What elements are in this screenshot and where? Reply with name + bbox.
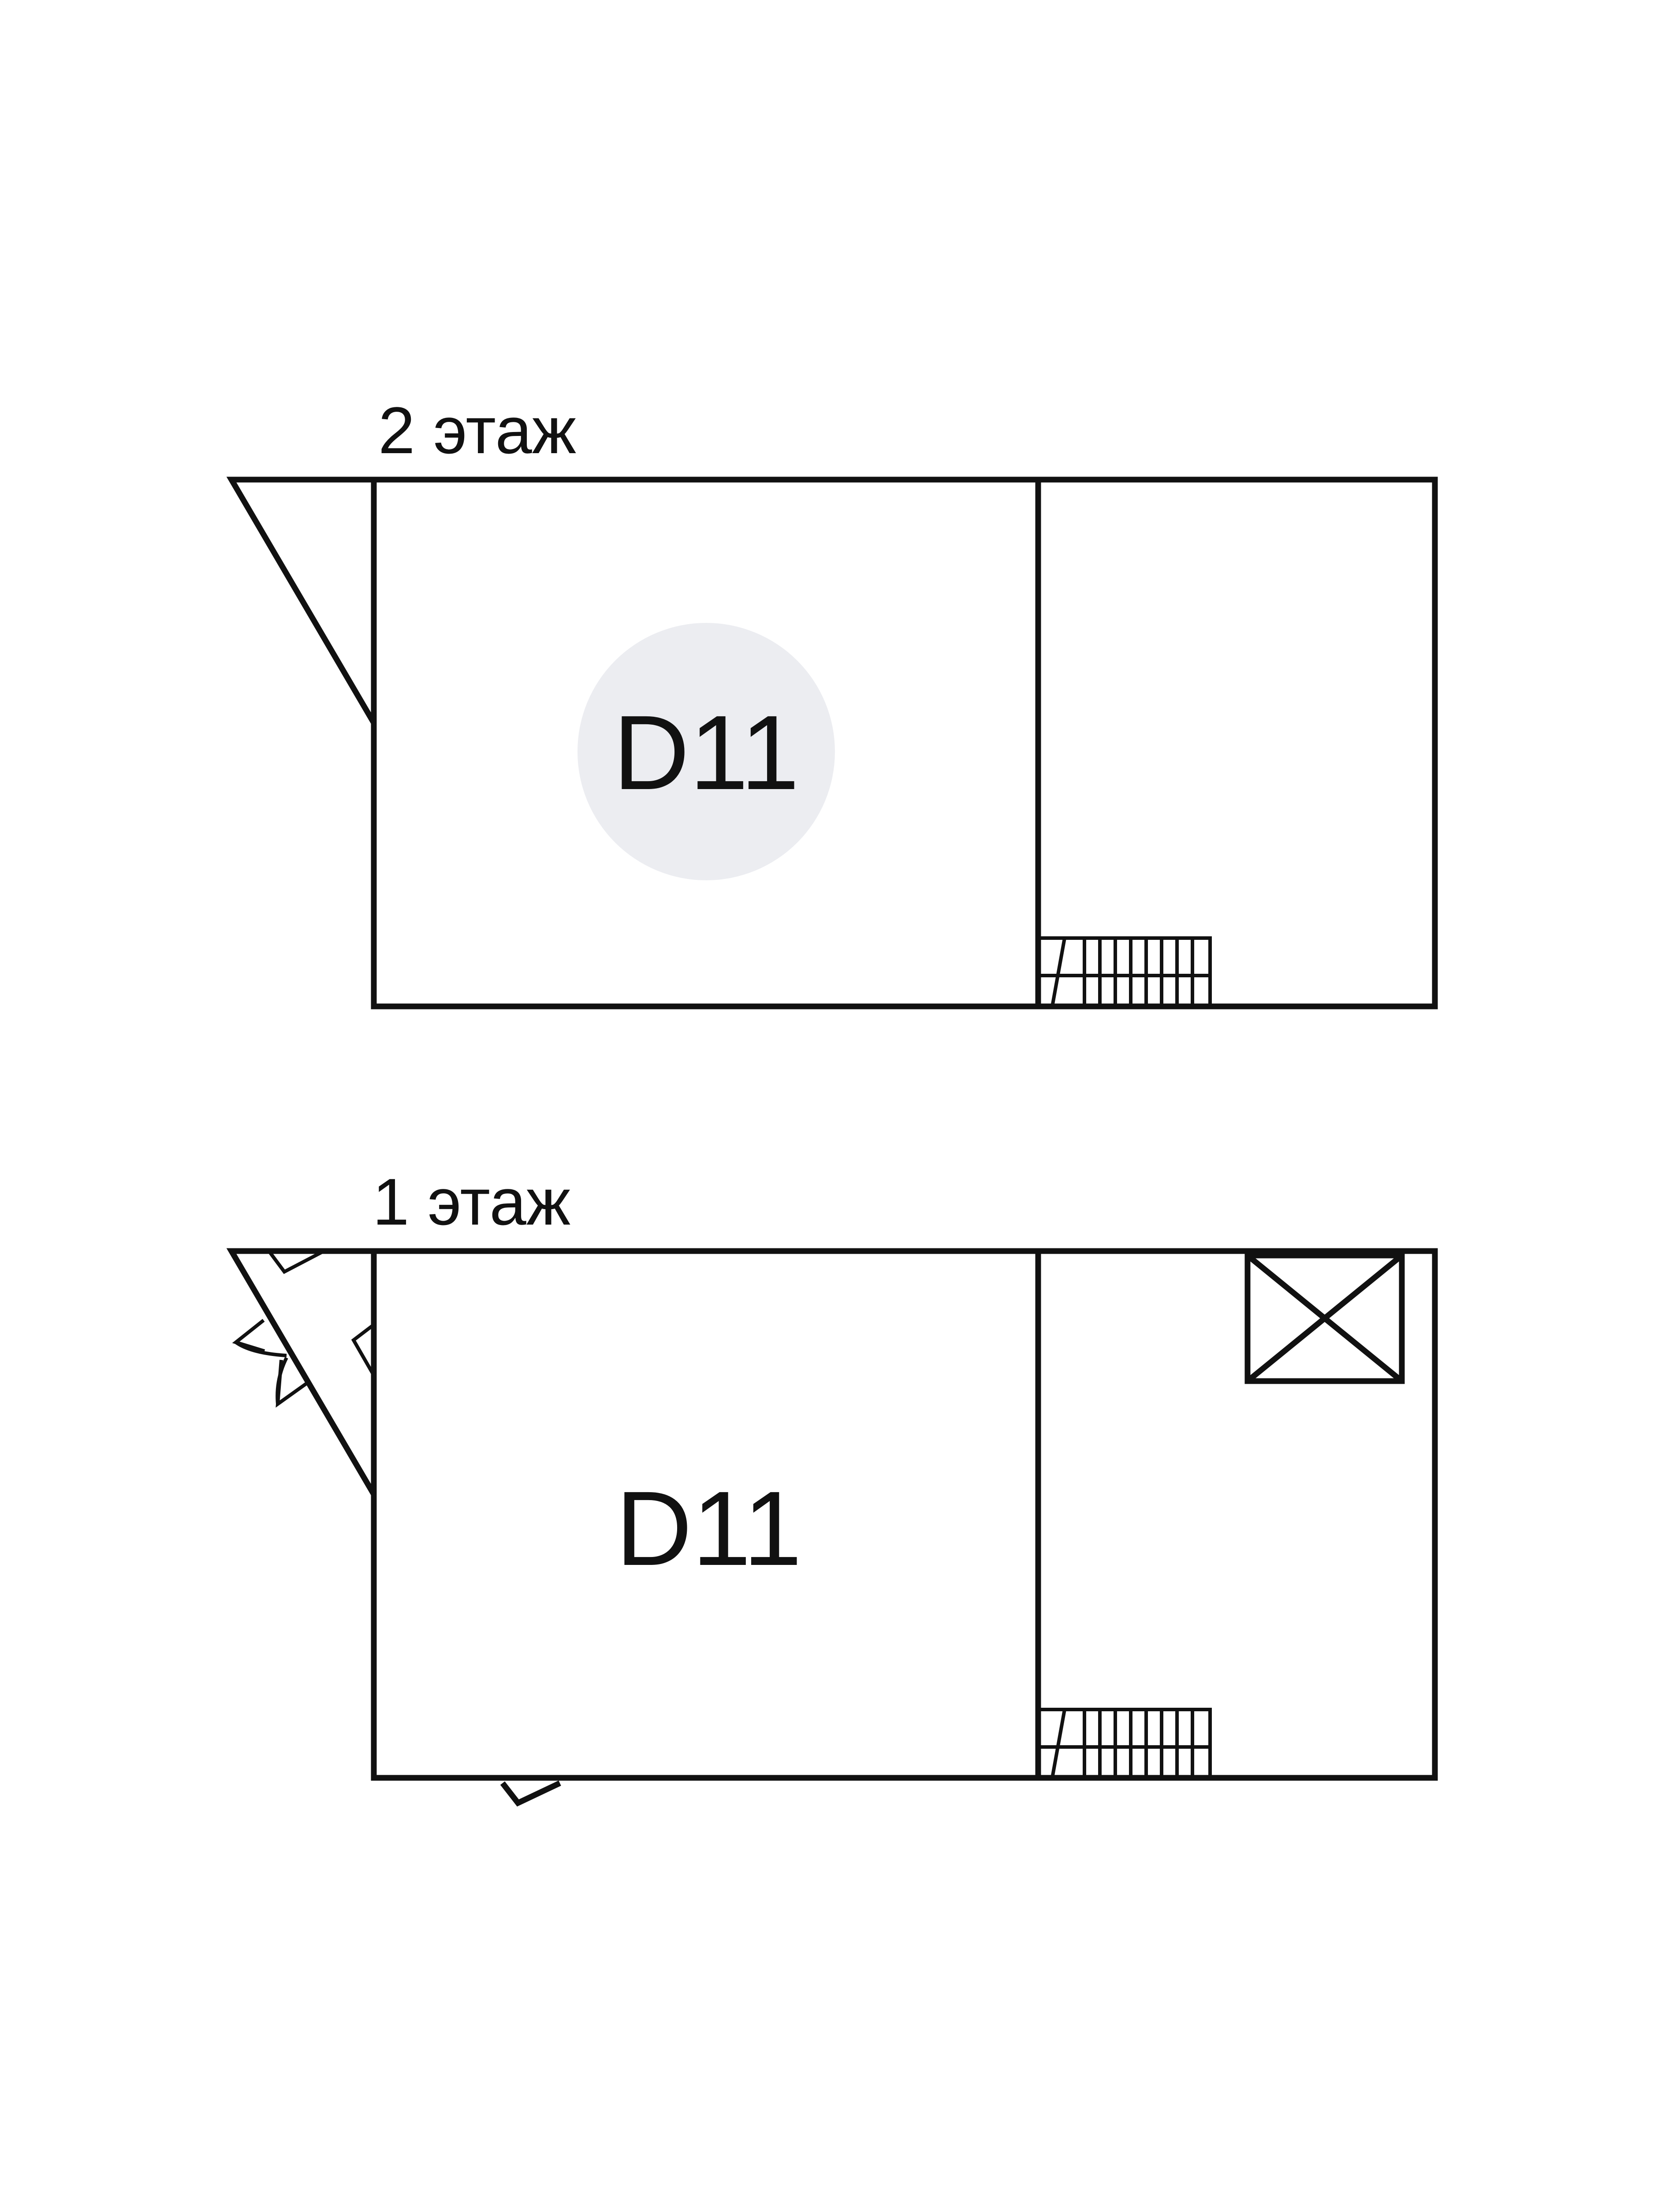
floor-1-entrance-step [500,1780,561,1807]
door-swing-icon [232,1249,376,1408]
floor-2-unit-badge [577,623,835,880]
floor-2-balcony [226,477,376,725]
floor-2-side-room [1035,477,1438,1009]
floor-1-unit-label: D11 [616,1469,802,1587]
floor-2-main-room [371,477,1041,1009]
floor-1-main-room [371,1248,1041,1781]
floor-2-unit-label: D11 [613,693,799,812]
floor-2-label: 2 этаж [378,393,576,467]
stairs-icon [1036,1708,1212,1780]
floor-1-side-room [1035,1248,1438,1781]
floor-2: 2 этаж D11 [226,393,1438,1009]
stairs-icon [1036,936,1212,1008]
floor-1-label: 1 этаж [373,1165,570,1239]
floor-1: 1 этаж [226,1165,1438,1807]
floor-1-terrace [226,1248,377,1505]
floor-1-unit-badge [580,1399,838,1656]
elevator-shaft-icon [1244,1252,1405,1384]
